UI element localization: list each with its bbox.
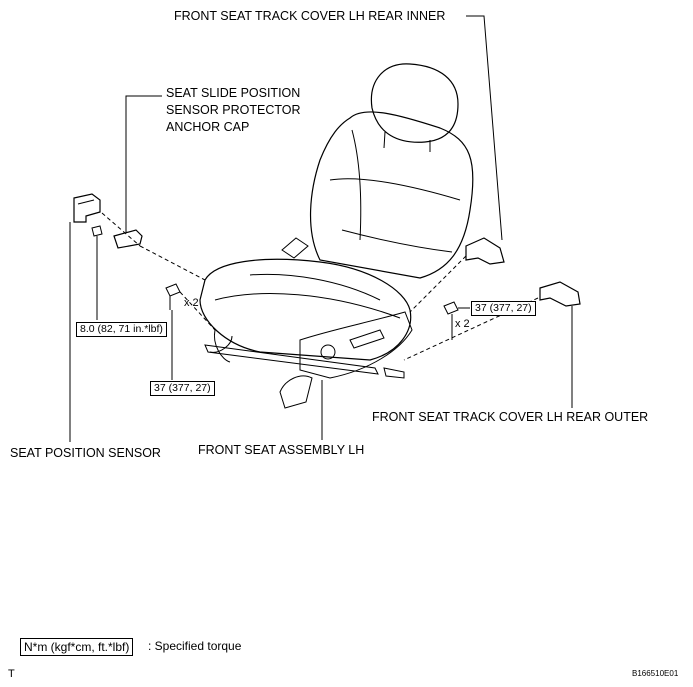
seat-rail-right	[279, 375, 313, 409]
track-cover-rear-inner	[465, 237, 505, 265]
recline-knob	[320, 344, 336, 360]
legend-unit-box: N*m (kgf*cm, ft.*lbf)	[20, 638, 134, 656]
headrest	[370, 63, 459, 143]
figure-code: B166510E01	[632, 669, 679, 678]
legend-description: : Specified torque	[148, 639, 242, 653]
rear-bolts-quantity: x 2	[455, 318, 470, 330]
track-cover-rear-outer	[539, 281, 581, 307]
label-protector-cap-line3: ANCHOR CAP	[166, 120, 250, 134]
corner-mark: T	[8, 668, 15, 680]
protector-anchor-cap	[113, 229, 143, 249]
label-protector-cap-line1: SEAT SLIDE POSITION	[166, 86, 301, 100]
seat-back	[309, 111, 474, 279]
seat-rail-left	[204, 344, 379, 375]
torque-box-front-bolts: 37 (377, 27)	[150, 381, 215, 396]
sensor-bolt	[91, 225, 103, 237]
label-track-cover-rear-inner: FRONT SEAT TRACK COVER LH REAR INNER	[174, 9, 446, 23]
label-seat-position-sensor: SEAT POSITION SENSOR	[10, 446, 161, 460]
torque-box-rear-bolts: 37 (377, 27)	[471, 301, 536, 316]
front-bolts-quantity: x 2	[184, 297, 199, 309]
side-shield	[299, 311, 413, 379]
torque-box-sensor-bolt: 8.0 (82, 71 in.*lbf)	[76, 322, 167, 337]
front-bolt	[165, 283, 181, 297]
label-track-cover-rear-outer: FRONT SEAT TRACK COVER LH REAR OUTER	[372, 410, 649, 424]
label-front-seat-assembly: FRONT SEAT ASSEMBLY LH	[198, 443, 365, 457]
rear-bolt	[443, 301, 459, 315]
seat-position-sensor-part	[73, 193, 101, 223]
seat-cushion	[199, 258, 412, 361]
label-protector-cap-line2: SENSOR PROTECTOR	[166, 103, 301, 117]
